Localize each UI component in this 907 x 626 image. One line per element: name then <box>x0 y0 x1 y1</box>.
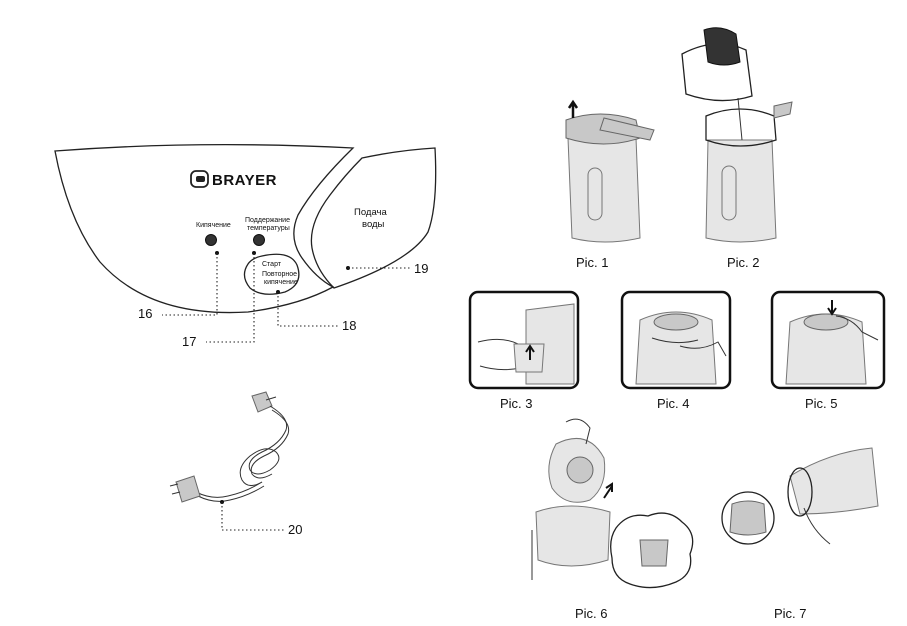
reboil-label-line1: Повторное <box>262 271 297 278</box>
callout-17: 17 <box>182 334 196 349</box>
power-cord-illustration: 20 <box>169 391 302 537</box>
brayer-logo: BRAYER <box>190 170 277 189</box>
cord-leader-line <box>221 502 284 531</box>
dispense-panel-outline <box>310 147 437 289</box>
pic1-illustration: Pic. 1 <box>565 99 655 270</box>
callout-19: 19 <box>414 261 428 276</box>
caption-pic3: Pic. 3 <box>500 396 533 411</box>
boil-label: Кипячение <box>196 222 231 229</box>
caption-pic5: Pic. 5 <box>805 396 838 411</box>
keep-warm-label-line1: Поддержание <box>245 217 290 224</box>
brand-name: BRAYER <box>212 172 277 189</box>
pic2-illustration: Pic. 2 <box>681 27 793 270</box>
reboil-label-line2: кипячение <box>264 279 298 286</box>
mains-plug <box>175 475 201 503</box>
callout-16: 16 <box>138 306 152 321</box>
callout-18: 18 <box>342 318 356 333</box>
pic1-up-arrow <box>567 99 579 118</box>
keep-warm-button[interactable] <box>253 234 265 246</box>
caption-pic4: Pic. 4 <box>657 396 690 411</box>
start-label: Старт <box>262 261 282 268</box>
pic5-down-arrow <box>827 300 837 316</box>
caption-pic1: Pic. 1 <box>576 255 609 270</box>
boil-button[interactable] <box>205 234 217 246</box>
pic1-handle <box>599 117 655 141</box>
dispense-label-line2: воды <box>362 219 385 230</box>
pic6-illustration: Pic. 6 <box>531 418 694 621</box>
pic7-illustration: Pic. 7 <box>721 447 879 621</box>
caption-pic2: Pic. 2 <box>727 255 760 270</box>
caption-pic6: Pic. 6 <box>575 606 608 621</box>
callout-20: 20 <box>288 522 302 537</box>
main-panel-outline <box>54 143 355 314</box>
start-reboil-button[interactable] <box>243 253 300 295</box>
reboil-leader-line <box>277 292 338 327</box>
pic2-pitcher <box>681 43 753 102</box>
pic6-detail-bubble <box>610 512 694 589</box>
boil-leader-line <box>162 253 218 316</box>
pic7-detail-circle <box>721 491 775 545</box>
control-panel: BRAYER Кипячение Поддержание температуры… <box>54 143 437 349</box>
pic4-illustration: Pic. 4 <box>620 290 732 411</box>
pic3-illustration: Pic. 3 <box>468 290 580 411</box>
keep-warm-label-line2: температуры <box>247 225 290 232</box>
caption-pic7: Pic. 7 <box>774 606 807 621</box>
pic5-illustration: Pic. 5 <box>770 290 886 411</box>
dispense-label-line1: Подача <box>354 207 387 218</box>
keep-warm-leader-line <box>206 253 255 343</box>
appliance-plug <box>251 391 273 413</box>
